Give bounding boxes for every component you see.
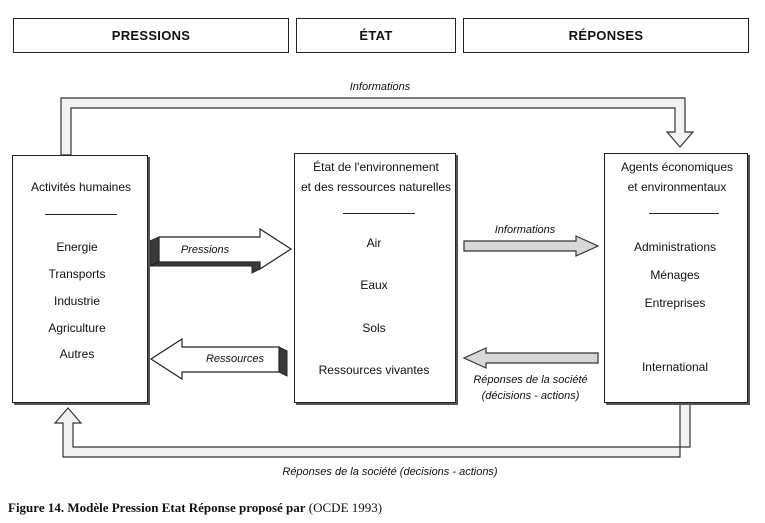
middle-item: Air xyxy=(366,236,382,250)
left-item: Agriculture xyxy=(48,321,106,335)
right-item: Administrations xyxy=(633,240,717,254)
activites-humaines-box: Activités humaines Energie Transports In… xyxy=(12,155,148,403)
right-item: International xyxy=(641,360,709,374)
bottom-flow-label: Réponses de la société (decisions - acti… xyxy=(282,466,498,478)
header-pressions: PRESSIONS xyxy=(13,18,289,53)
middle-item: Sols xyxy=(362,321,386,335)
right-box-divider xyxy=(649,213,719,214)
ressources-label: Ressources xyxy=(205,353,265,365)
left-box-title: Activités humaines xyxy=(30,180,132,194)
agents-economiques-box: Agents économiques et environmentaux Adm… xyxy=(604,153,748,403)
top-flow-label: Informations xyxy=(349,81,411,93)
left-item: Industrie xyxy=(53,294,101,308)
pressions-label: Pressions xyxy=(180,244,230,256)
header-reponses: RÉPONSES xyxy=(463,18,749,53)
informations-arrow xyxy=(463,235,600,257)
right-box-title-line1: Agents économiques xyxy=(620,160,734,174)
caption-source: (OCDE 1993) xyxy=(305,500,383,515)
right-item: Ménages xyxy=(650,268,700,282)
middle-item: Eaux xyxy=(360,278,388,292)
middle-item: Ressources vivantes xyxy=(318,363,430,377)
ressources-arrow xyxy=(149,337,288,381)
left-item: Energie xyxy=(56,240,98,254)
reponses-label-line1: Réponses de la société xyxy=(473,374,588,386)
caption-bold: Figure 14. Modèle Pression Etat Réponse … xyxy=(8,500,306,515)
reponses-label-line2: (décisions - actions) xyxy=(481,390,580,402)
right-item: Entreprises xyxy=(644,296,706,310)
etat-environnement-box: État de l'environnement et des ressource… xyxy=(294,153,456,403)
middle-box-divider xyxy=(343,213,415,214)
header-etat: ÉTAT xyxy=(296,18,456,53)
left-item: Autres xyxy=(59,347,95,361)
reponses-arrow xyxy=(462,347,599,369)
bottom-loop-arrow xyxy=(53,403,691,458)
middle-box-title-line2: et des ressources naturelles xyxy=(300,180,452,194)
middle-box-title-line1: État de l'environnement xyxy=(313,160,439,174)
figure-caption: Figure 14. Modèle Pression Etat Réponse … xyxy=(8,500,382,516)
top-loop-arrow xyxy=(60,97,695,156)
pressions-arrow xyxy=(149,227,293,274)
left-box-divider xyxy=(45,214,117,215)
right-box-title-line2: et environmentaux xyxy=(627,180,727,194)
left-item: Transports xyxy=(48,267,106,281)
informations-label: Informations xyxy=(494,224,556,236)
